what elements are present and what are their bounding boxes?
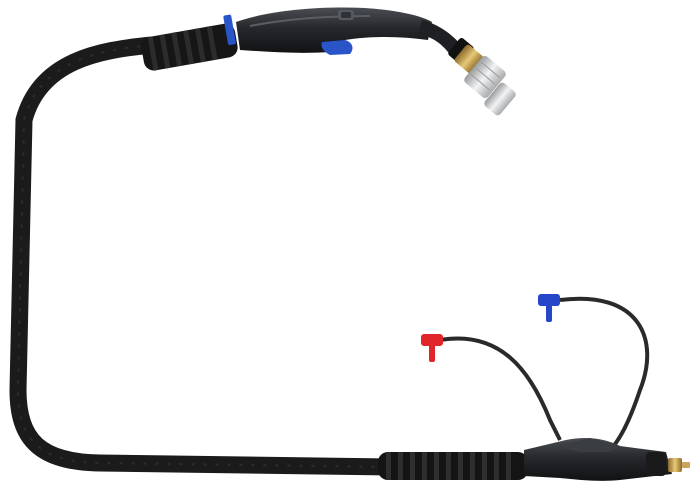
- coolant-connector-blue-icon: [538, 294, 560, 322]
- coolant-hose-blue: [559, 296, 650, 452]
- strain-relief-torch: [141, 14, 238, 71]
- central-connector-icon: [524, 438, 690, 481]
- trigger-icon: [321, 40, 353, 55]
- neck-icon: [418, 20, 474, 64]
- torch-handle-icon: [236, 7, 432, 53]
- coolant-connector-red-icon: [421, 334, 443, 362]
- coolant-hose-red: [439, 336, 562, 441]
- contact-tip-icon: [454, 44, 516, 116]
- strain-relief-rear: [378, 452, 528, 480]
- cable-icon: [9, 36, 399, 476]
